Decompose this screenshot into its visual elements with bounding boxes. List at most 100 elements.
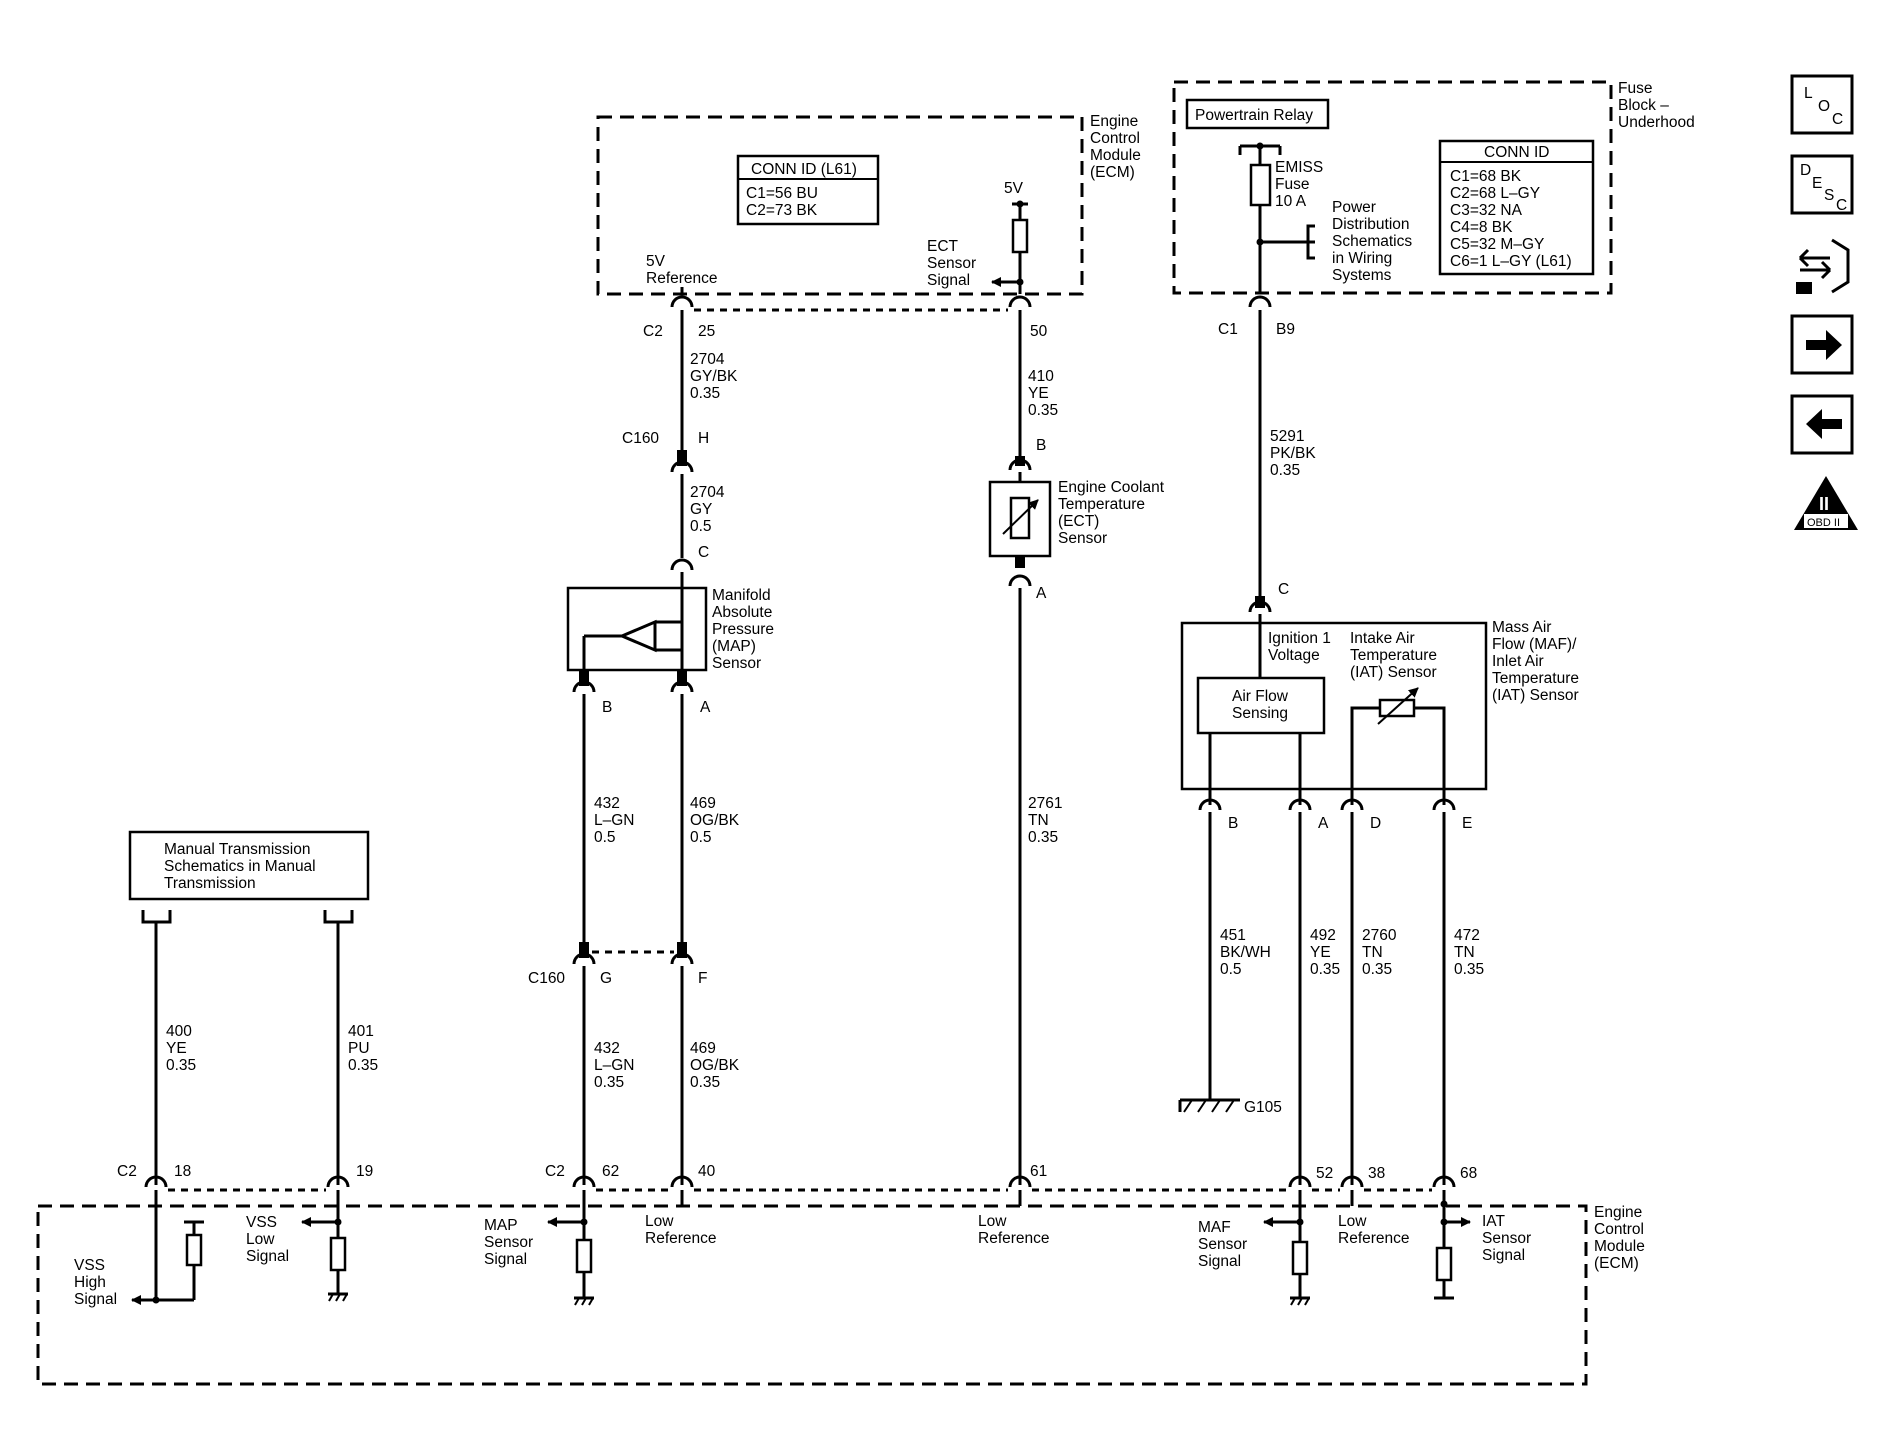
ecm-bottom-connector-row: C2 18 19 C2 62 40 61 52 38 68 (117, 1163, 1477, 1192)
ecm-top-conn-id-table: CONN ID (L61) C1=56 BU C2=73 BK (736, 154, 880, 226)
svg-text:38: 38 (1368, 1165, 1385, 1182)
svg-text:50: 50 (1030, 323, 1048, 340)
svg-text:G: G (600, 970, 612, 987)
ecm-top-connector-c2: C2 25 50 (643, 295, 1048, 340)
svg-text:Powertrain Relay: Powertrain Relay (1195, 107, 1313, 124)
wire-469-ogbk-035: 469 OG/BK 0.35 (690, 1040, 743, 1091)
svg-text:G105: G105 (1244, 1099, 1282, 1116)
previous-page-button[interactable] (1790, 394, 1854, 455)
svg-text:62: 62 (602, 1163, 619, 1180)
iat-element-label: Intake Air Temperature (IAT) Sensor (1350, 630, 1441, 681)
svg-text:19: 19 (356, 1163, 373, 1180)
emiss-fuse-label: EMISS Fuse 10 A (1275, 159, 1328, 210)
low-reference-2-label: Low Reference (978, 1213, 1050, 1247)
next-page-button[interactable] (1790, 314, 1854, 375)
svg-text:B: B (1036, 437, 1046, 454)
svg-text:52: 52 (1316, 1165, 1333, 1182)
ect-circuit: 410 YE 0.35 B Engine Coolant Temperature… (988, 310, 1168, 1185)
svg-text:H: H (698, 430, 709, 447)
description-button[interactable]: D E S C (1790, 154, 1854, 215)
svg-text:B: B (602, 699, 612, 716)
ground-g105: G105 (1178, 1098, 1282, 1116)
svg-text:B9: B9 (1276, 321, 1295, 338)
svg-text:A: A (1318, 815, 1329, 832)
obd-ii-button[interactable]: II OBD II (1794, 476, 1858, 530)
iat-sensor-signal-label: IAT Sensor Signal (1482, 1213, 1535, 1264)
low-reference-3-label: Low Reference (1338, 1213, 1410, 1247)
svg-text:C: C (1836, 197, 1847, 214)
svg-text:C160: C160 (622, 430, 659, 447)
svg-text:C1=56 BU: C1=56 BU (746, 185, 818, 202)
svg-text:C160: C160 (528, 970, 565, 987)
svg-text:C: C (1832, 111, 1843, 128)
ect-sensor-label: Engine Coolant Temperature (ECT) Sensor (1058, 479, 1168, 547)
svg-text:25: 25 (698, 323, 715, 340)
wire-401-pu: 401 PU 0.35 (348, 1023, 378, 1074)
map-sensor-label: Manifold Absolute Pressure (MAP) Sensor (712, 587, 778, 672)
svg-text:C6=1 L–GY (L61): C6=1 L–GY (L61) (1450, 253, 1572, 270)
svg-text:D: D (1370, 815, 1381, 832)
wire-5291-pkbk: 5291 PK/BK 0.35 (1270, 428, 1320, 479)
svg-text:18: 18 (174, 1163, 191, 1180)
emiss-fuse (1249, 163, 1272, 207)
vss-low-signal-label: VSS Low Signal (246, 1214, 289, 1265)
map-sensor-signal-label: MAP Sensor Signal (484, 1217, 537, 1268)
power-distribution-label: Power Distribution Schematics in Wiring … (1332, 199, 1416, 284)
wire-472-tn: 472 TN 0.35 (1454, 927, 1484, 978)
location-button[interactable]: L O C (1790, 74, 1854, 135)
ecm-top-5v-ref-label: 5V Reference (646, 253, 718, 287)
svg-text:E: E (1812, 175, 1822, 192)
ecm-bottom-module: Engine Control Module (ECM) VSS High Sig… (36, 1190, 1649, 1386)
manual-transmission-label: Manual Transmission Schematics in Manual… (164, 841, 320, 892)
arrow-left-icon (1806, 409, 1842, 439)
svg-text:F: F (698, 970, 707, 987)
svg-text:II: II (1819, 494, 1829, 514)
svg-text:C1: C1 (1218, 321, 1238, 338)
map-circuit: 2704 GY/BK 0.35 C160 H 2704 GY 0.5 C Man… (528, 310, 778, 1185)
manual-transmission-box (128, 830, 370, 901)
svg-text:E: E (1462, 815, 1472, 832)
svg-text:C5=32 M–GY: C5=32 M–GY (1450, 236, 1544, 253)
svg-text:CONN ID (L61): CONN ID (L61) (751, 161, 857, 178)
svg-text:C2: C2 (117, 1163, 137, 1180)
ecm-top-5v-label: 5V (1004, 180, 1024, 197)
svg-text:C2: C2 (545, 1163, 565, 1180)
svg-text:L: L (1804, 85, 1813, 102)
svg-text:68: 68 (1460, 1165, 1477, 1182)
ignition-voltage-label: Ignition 1 Voltage (1268, 630, 1335, 664)
maf-circuit: 5291 PK/BK 0.35 C Mass Air Flow (MAF)/ I… (1178, 310, 1583, 1185)
svg-text:C: C (698, 544, 709, 561)
arrow-right-icon (1806, 330, 1842, 360)
svg-text:B: B (1228, 815, 1238, 832)
wire-432-lgn-035: 432 L–GN 0.35 (594, 1040, 639, 1091)
svg-text:A: A (1036, 585, 1047, 602)
svg-text:A: A (700, 699, 711, 716)
manual-transmission-circuit: Manual Transmission Schematics in Manual… (128, 830, 378, 1185)
ecm-bottom-name: Engine Control Module (ECM) (1594, 1204, 1649, 1272)
diagnostic-connector-icon[interactable] (1796, 238, 1850, 294)
vss-high-signal-label: VSS High Signal (74, 1257, 117, 1308)
svg-text:O: O (1818, 98, 1830, 115)
maf-sensor-signal-label: MAF Sensor Signal (1198, 1219, 1251, 1270)
maf-sensor-label: Mass Air Flow (MAF)/ Inlet Air Temperatu… (1492, 619, 1583, 704)
svg-text:C2=73 BK: C2=73 BK (746, 202, 818, 219)
svg-text:D: D (1800, 162, 1811, 179)
wire-400-ye: 400 YE 0.35 (166, 1023, 196, 1074)
svg-text:C2: C2 (643, 323, 663, 340)
wire-2760-tn: 2760 TN 0.35 (1362, 927, 1401, 978)
air-flow-sensing-box (1196, 676, 1326, 735)
ecm-top-name: Engine Control Module (ECM) (1090, 113, 1145, 181)
ect-pullup-resistor (1011, 218, 1029, 254)
svg-text:61: 61 (1030, 1163, 1047, 1180)
svg-text:C4=8 BK: C4=8 BK (1450, 219, 1513, 236)
wire-2704-gy: 2704 GY 0.5 (690, 484, 729, 535)
fuse-block-conn-id-table: CONN ID C1=68 BK C2=68 L–GY C3=32 NA C4=… (1438, 139, 1595, 276)
svg-text:OBD II: OBD II (1807, 517, 1840, 529)
low-reference-1-label: Low Reference (645, 1213, 717, 1247)
ecm-top-ect-signal-label: ECT Sensor Signal (927, 238, 980, 289)
fuse-block-underhood: Fuse Block – Underhood Powertrain Relay … (1172, 80, 1695, 295)
wire-469-ogbk-05: 469 OG/BK 0.5 (690, 795, 743, 846)
wire-451-bkwh: 451 BK/WH 0.5 (1220, 927, 1275, 978)
wire-2704-gybk: 2704 GY/BK 0.35 (690, 351, 742, 402)
